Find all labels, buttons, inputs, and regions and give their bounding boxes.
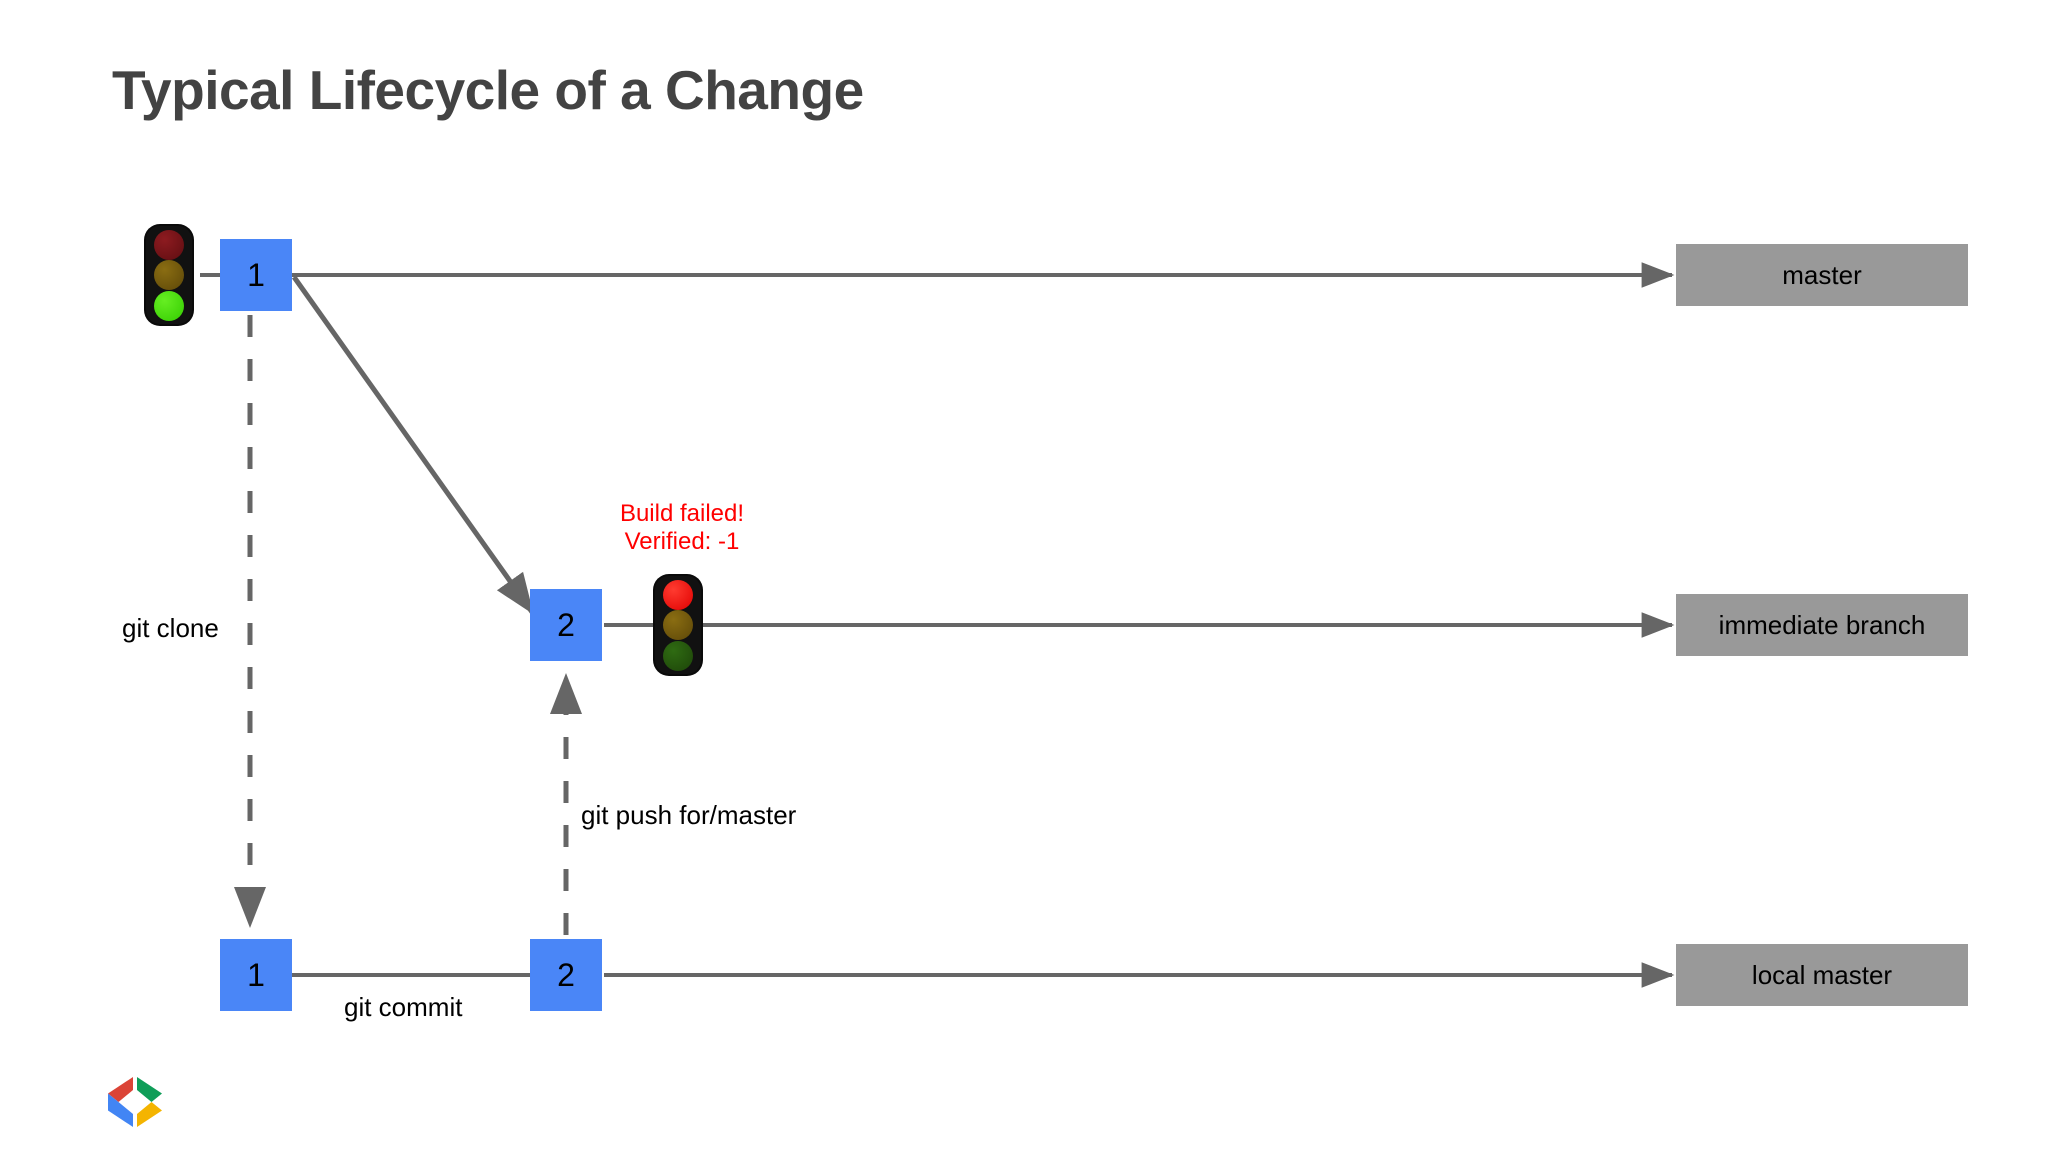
status-badge-build-failed: Build failed! Verified: -1	[607, 500, 757, 555]
commit-node-1-remote[interactable]: 1	[220, 239, 292, 311]
commit-node-2-review[interactable]: 2	[530, 589, 602, 661]
edge-label-git-commit: git commit	[344, 992, 463, 1022]
logo-chevron-left-red	[108, 1077, 133, 1102]
traffic-light-amber-lamp-icon	[663, 610, 693, 640]
edge-label-git-push: git push for/master	[581, 800, 797, 830]
traffic-light-green-lamp-icon	[663, 640, 693, 671]
logo-chevron-right-yellow	[137, 1102, 162, 1127]
traffic-light-red-lamp-icon	[663, 579, 693, 610]
logo-chevron-left-blue	[108, 1093, 133, 1127]
status-line-build-failed: Build failed!	[619, 500, 745, 527]
branch-box-master[interactable]: master	[1676, 244, 1968, 306]
traffic-light-master-build-status	[146, 226, 192, 324]
logo-chevron-right-green	[137, 1077, 162, 1102]
traffic-light-red-lamp-icon	[154, 229, 184, 260]
commit-node-1-local[interactable]: 1	[220, 939, 292, 1011]
traffic-light-review-build-status	[655, 576, 701, 674]
branch-box-local-master[interactable]: local master	[1676, 944, 1968, 1006]
edge-label-git-clone: git clone	[122, 613, 219, 643]
edge-change-upload	[291, 275, 535, 615]
branch-box-immediate-branch[interactable]: immediate branch	[1676, 594, 1968, 656]
traffic-light-amber-lamp-icon	[154, 260, 184, 290]
traffic-light-green-lamp-icon	[154, 290, 184, 321]
status-line-verified-score: Verified: -1	[624, 527, 740, 555]
google-developers-logo	[108, 1077, 162, 1127]
commit-node-2-local[interactable]: 2	[530, 939, 602, 1011]
page-title: Typical Lifecycle of a Change	[112, 59, 864, 121]
